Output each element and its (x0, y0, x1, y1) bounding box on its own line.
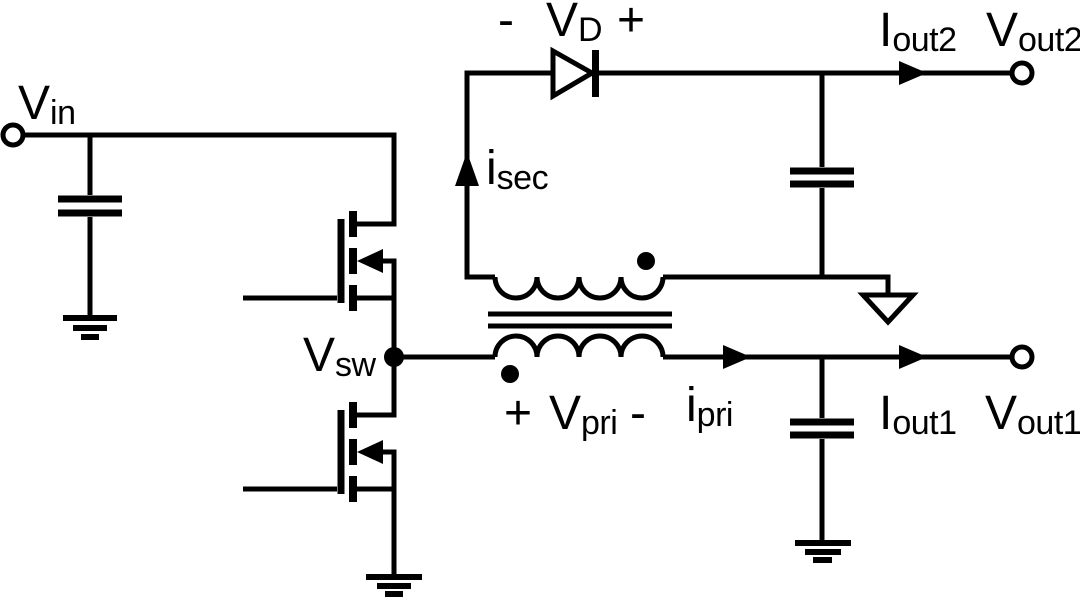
iout1-label: Iout1 (879, 387, 957, 442)
iout2-current-arrow (899, 61, 927, 85)
transformer-core (488, 311, 672, 329)
vin-label: Vin (18, 77, 76, 132)
isec-current-arrow (455, 152, 479, 186)
secondary-ground-icon (857, 292, 919, 326)
ipri-current-arrow (723, 345, 751, 369)
ls-body-arrow-icon (357, 440, 383, 464)
output2-capacitor (790, 73, 854, 277)
input-cap-plates (58, 195, 122, 217)
out1-cap-plates (790, 418, 854, 439)
output1-capacitor (790, 357, 854, 540)
out2-cap-plates (790, 167, 854, 188)
diode-triangle (550, 46, 598, 101)
high-side-mosfet (243, 211, 397, 357)
coupled-inductor (394, 70, 672, 383)
ls-body-source-wire (378, 449, 397, 575)
secondary-return-wire (663, 274, 891, 295)
diode (550, 46, 599, 101)
primary-polarity-dot (501, 365, 519, 383)
vout2-label: Vout2 (986, 4, 1080, 59)
output1-ground-icon (795, 540, 851, 563)
input-ground-icon (63, 315, 117, 340)
vpri-label: Vpri (549, 387, 618, 442)
vpri-plus-sign: + (504, 387, 533, 440)
vout2-terminal (1009, 60, 1035, 86)
ls-drain-lead (356, 357, 397, 418)
secondary-polarity-dot (637, 252, 655, 270)
vout1-terminal (1009, 344, 1035, 370)
low-side-mosfet (243, 357, 397, 575)
hs-body-source-wire (378, 258, 397, 357)
iout2-label: Iout2 (879, 4, 957, 59)
vin-wire (23, 132, 397, 227)
iout1-current-arrow (899, 345, 927, 369)
vd-plus-sign: + (617, 0, 646, 47)
hs-body-arrow-icon (357, 249, 383, 273)
vout1-label: Vout1 (985, 387, 1080, 442)
isec-label: isec (486, 142, 549, 197)
primary-winding (492, 333, 666, 358)
vsw-label: Vsw (303, 329, 376, 384)
vd-minus-sign: - (498, 0, 514, 47)
vpri-minus-sign: - (630, 387, 646, 440)
input-capacitor (58, 135, 122, 316)
vd-label: VD (546, 0, 603, 49)
ipri-label: ipri (686, 379, 733, 434)
power-ground-icon (366, 574, 422, 597)
secondary-winding (492, 276, 666, 301)
